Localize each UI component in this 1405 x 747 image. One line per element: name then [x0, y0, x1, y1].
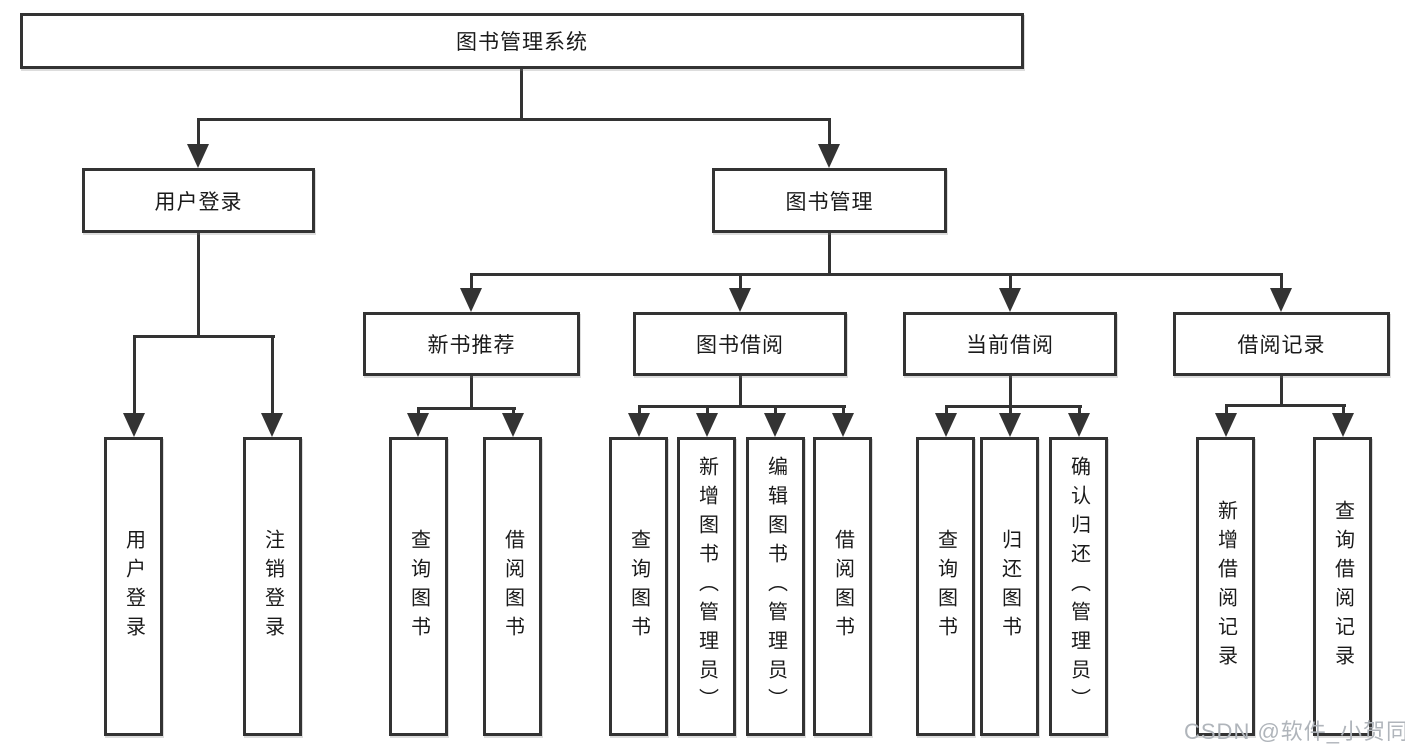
connector-line [1279, 274, 1283, 290]
connector-line [132, 336, 136, 415]
arrow-down-icon [999, 413, 1021, 437]
connector-line [738, 274, 742, 290]
arrow-down-icon [696, 413, 718, 437]
leaf-label: 查询图书 [627, 528, 650, 645]
connector-line [827, 119, 831, 146]
arrow-down-icon [1215, 413, 1237, 437]
node-label: 图书管理系统 [456, 31, 588, 54]
arrow-down-icon [1068, 413, 1090, 437]
arrow-down-icon [729, 288, 751, 312]
arrow-down-icon [999, 288, 1021, 312]
node-book-borrow: 图书借阅 [633, 312, 847, 376]
connector-line [1224, 403, 1346, 407]
leaf-add-book-admin: 新增图书（管理员） [677, 437, 736, 736]
leaf-confirm-return-admin: 确认归还（管理员） [1049, 437, 1108, 736]
connector-line [132, 334, 275, 338]
connector-line [1008, 406, 1012, 415]
leaf-label: 用户登录 [122, 528, 145, 645]
leaf-query-books-borrow: 查询图书 [609, 437, 668, 736]
leaf-query-borrow-record: 查询借阅记录 [1313, 437, 1372, 736]
connector-line [469, 376, 473, 408]
connector-line [469, 274, 473, 290]
connector-line [1341, 405, 1345, 415]
arrow-down-icon [818, 144, 840, 168]
leaf-label: 归还图书 [998, 528, 1021, 645]
connector-line [196, 119, 200, 146]
arrow-down-icon [764, 413, 786, 437]
arrow-down-icon [460, 288, 482, 312]
connector-line [1008, 375, 1012, 406]
node-book-management: 图书管理 [712, 168, 947, 233]
leaf-add-borrow-record: 新增借阅记录 [1196, 437, 1255, 736]
connector-line [738, 375, 742, 406]
connector-line [196, 117, 831, 121]
connector-line [773, 406, 777, 415]
node-label: 新书推荐 [427, 334, 516, 357]
node-label: 当前借阅 [966, 334, 1054, 357]
connector-line [841, 406, 845, 415]
leaf-query-books-current: 查询图书 [916, 437, 975, 736]
leaf-return-books: 归还图书 [980, 437, 1039, 736]
arrow-down-icon [832, 413, 854, 437]
connector-line [1077, 406, 1081, 415]
node-label: 图书管理 [785, 190, 874, 214]
csdn-watermark: CSDN @软件_小贺同学 [1184, 719, 1405, 744]
leaf-label: 查询借阅记录 [1331, 499, 1354, 674]
arrow-down-icon [935, 413, 957, 437]
connector-line [944, 404, 1082, 408]
arrow-down-icon [261, 413, 283, 437]
node-label: 借阅记录 [1237, 334, 1326, 357]
node-current-borrow: 当前借阅 [903, 312, 1117, 376]
leaf-borrow-books-recommend: 借阅图书 [483, 437, 542, 736]
arrow-down-icon [123, 413, 145, 437]
leaf-label: 借阅图书 [501, 528, 524, 645]
arrow-down-icon [187, 144, 209, 168]
connector-line [416, 406, 516, 410]
node-new-book-recommend: 新书推荐 [363, 312, 580, 376]
leaf-label: 新增图书（管理员） [695, 456, 718, 717]
node-borrow-records: 借阅记录 [1173, 312, 1390, 376]
node-user-login: 用户登录 [82, 168, 315, 233]
arrow-down-icon [1270, 288, 1292, 312]
leaf-label: 查询图书 [934, 528, 957, 645]
connector-line [1008, 274, 1012, 290]
connector-line [944, 406, 948, 415]
node-root-system: 图书管理系统 [20, 13, 1024, 69]
leaf-label: 确认归还（管理员） [1067, 456, 1090, 717]
arrow-down-icon [1332, 413, 1354, 437]
node-label: 图书借阅 [696, 334, 784, 357]
arrow-down-icon [628, 413, 650, 437]
leaf-borrow-books: 借阅图书 [813, 437, 872, 736]
connector-line [1279, 375, 1283, 405]
connector-line [637, 404, 846, 408]
leaf-label: 编辑图书（管理员） [764, 456, 787, 717]
connector-line [416, 408, 420, 415]
connector-line [270, 336, 274, 415]
leaf-edit-book-admin: 编辑图书（管理员） [746, 437, 805, 736]
connector-line [827, 233, 831, 275]
connector-line [705, 406, 709, 415]
arrow-down-icon [407, 413, 429, 437]
leaf-logout: 注销登录 [243, 437, 302, 736]
leaf-label: 新增借阅记录 [1214, 499, 1237, 674]
connector-line [637, 406, 641, 415]
node-label: 用户登录 [154, 190, 243, 214]
connector-line [469, 272, 1283, 276]
leaf-user-login: 用户登录 [104, 437, 163, 736]
leaf-label: 注销登录 [261, 528, 284, 645]
connector-line [1224, 405, 1228, 415]
leaf-label: 查询图书 [407, 528, 430, 645]
leaf-label: 借阅图书 [831, 528, 854, 645]
connector-line [511, 408, 515, 415]
connector-line [196, 233, 200, 337]
leaf-query-books-recommend: 查询图书 [389, 437, 448, 736]
connector-line [519, 68, 523, 121]
arrow-down-icon [502, 413, 524, 437]
